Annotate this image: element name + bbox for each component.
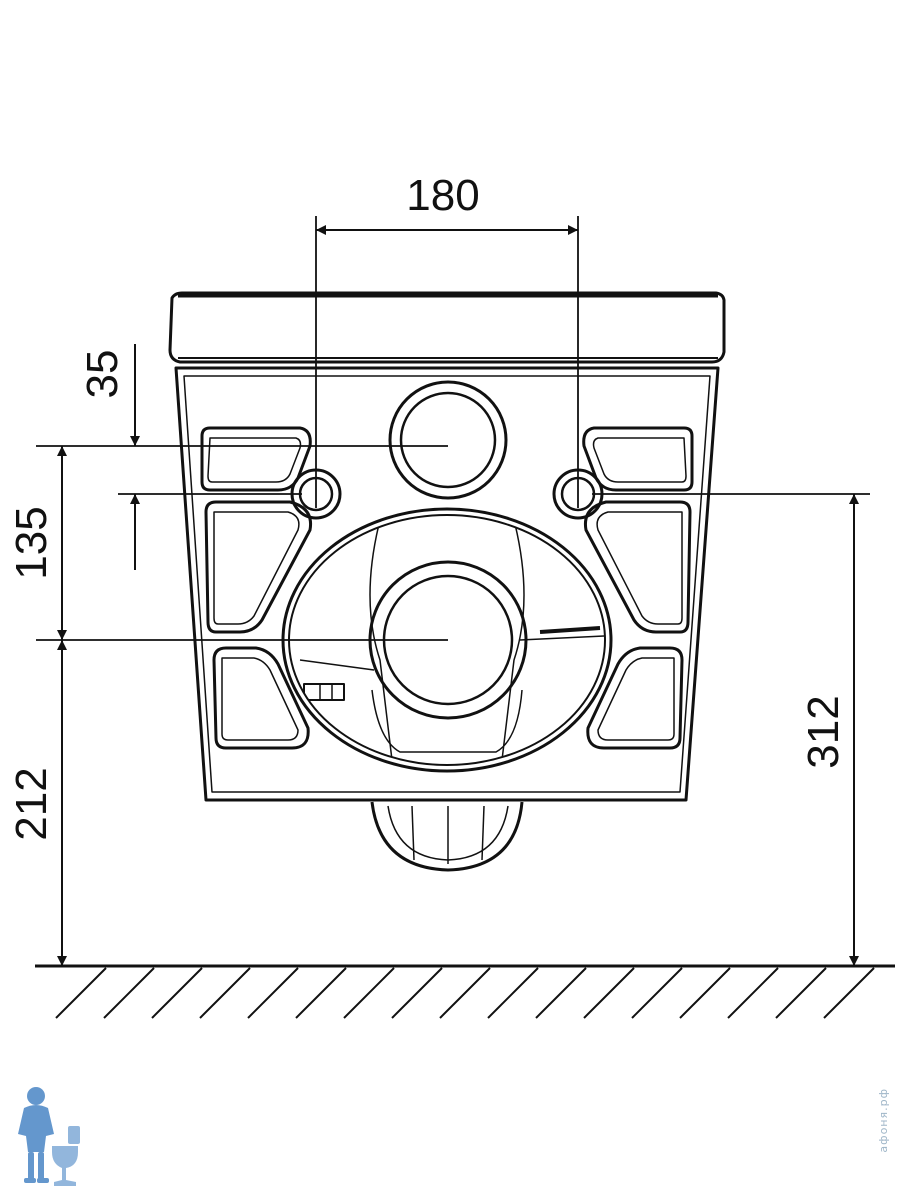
toilet-body	[174, 366, 720, 802]
toilet-outline	[168, 291, 726, 872]
dim-label-212: 212	[7, 767, 56, 840]
dim-label-312: 312	[799, 695, 848, 768]
dim-label-135: 135	[7, 506, 56, 579]
toilet-foot	[370, 801, 524, 872]
water-inlet-inner	[399, 391, 497, 489]
dim-label-35: 35	[78, 350, 127, 399]
extension-lines	[36, 216, 870, 641]
watermark-text: афоня.рф	[877, 1088, 890, 1153]
floor-hatching	[55, 967, 875, 1019]
dim-label-180: 180	[406, 171, 479, 220]
dimension-lines	[57, 225, 859, 966]
toilet-lid	[168, 291, 726, 364]
plumber-with-toilet-logo-icon	[18, 1087, 80, 1186]
water-inlet-outer	[388, 380, 508, 500]
floor	[35, 964, 895, 1019]
